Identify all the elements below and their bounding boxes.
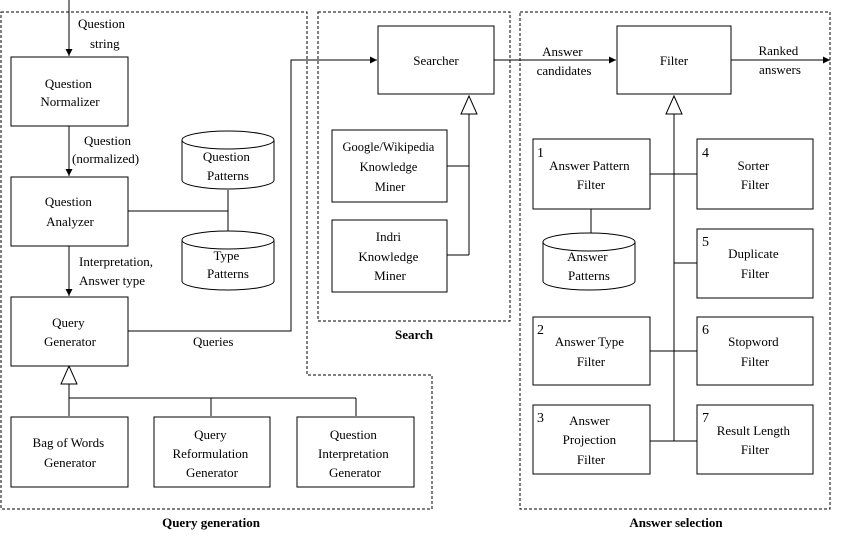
question-interpretation-generator-label: Question Interpretation Generator [318,427,392,480]
question-normalizer-label: Question Normalizer [40,76,100,109]
question-analyzer-box [10,176,129,247]
answer-type-filter-label: Answer Type Filter [555,334,628,369]
indri-knowledge-miner-label: Indri Knowledge Miner [358,229,421,283]
google-wikipedia-knowledge-miner-box [331,129,448,203]
answer-patterns-label: Answer Patterns [567,249,611,283]
type-patterns-label: Type Patterns [207,248,249,281]
duplicate-filter-box [696,228,814,299]
generator-inherit-triangle [60,364,78,385]
interpretation-answer-type-label: Interpretation, Answer type [79,254,156,288]
answer-pattern-filter-label: Answer Pattern Filter [549,158,633,192]
stopword-filter-number: 6 [702,323,709,338]
miner-inherit-triangle [460,94,478,115]
answer-projection-filter-label: Answer Projection Filter [563,413,620,467]
answer-pattern-filter-box [532,138,651,210]
query-reformulation-generator-label: Query Reformulation Generator [172,427,251,480]
filter-inherit-triangle [665,94,683,115]
question-interpretation-generator-box [296,416,415,488]
answer-patterns-database [542,232,636,291]
indri-knowledge-miner-box [331,219,448,293]
question-normalized-label: Question (normalized) [72,133,139,166]
queries-arrow [128,56,377,332]
filter-label: Filter [660,53,689,68]
bag-of-words-generator-box [10,416,129,488]
question-normalizer-box [10,56,129,127]
duplicate-filter-label: Duplicate Filter [728,246,782,281]
filter-box [616,25,732,95]
queries-label: Queries [193,334,233,349]
searcher-box [377,25,495,95]
answer-pattern-filter-number: 1 [537,146,544,161]
answer-selection-frame [519,11,831,510]
query-reformulation-generator-box [153,416,271,488]
answer-projection-filter-box [532,404,651,475]
answer-candidates-label: Answer candidates [537,44,592,78]
section-label-answer-selection: Answer selection [629,515,723,530]
section-label-search: Search [395,327,434,342]
query-generator-label: Query Generator [44,315,97,349]
question-patterns-label: Question Patterns [203,149,253,183]
question-string-label: Question string [78,16,128,51]
answer-type-filter-number: 2 [537,323,544,338]
stopword-filter-label: Stopword Filter [728,334,782,369]
result-length-filter-number: 7 [702,411,709,426]
type-patterns-database [181,230,275,291]
result-length-filter-box [696,404,814,475]
query-generator-box [10,296,129,367]
google-wikipedia-knowledge-miner-label: Google/Wikipedia Knowledge Miner [343,140,438,194]
ranked-answers-label: Ranked answers [759,43,802,77]
answer-type-filter-box [532,316,651,386]
sorter-filter-number: 4 [702,146,709,161]
question-analyzer-label: Question Analyzer [45,194,95,229]
duplicate-filter-number: 5 [702,235,709,250]
stopword-filter-box [696,316,814,386]
bag-of-words-generator-label: Bag of Words Generator [33,435,108,470]
answer-projection-filter-number: 3 [537,411,544,426]
result-length-filter-label: Result Length Filter [717,423,794,457]
sorter-filter-box [696,138,814,210]
section-label-query-generation: Query generation [162,515,261,530]
search-frame [317,11,511,322]
sorter-filter-label: Sorter Filter [737,158,772,192]
query-generation-frame [0,11,433,510]
searcher-label: Searcher [413,53,459,68]
question-patterns-database [181,130,275,190]
